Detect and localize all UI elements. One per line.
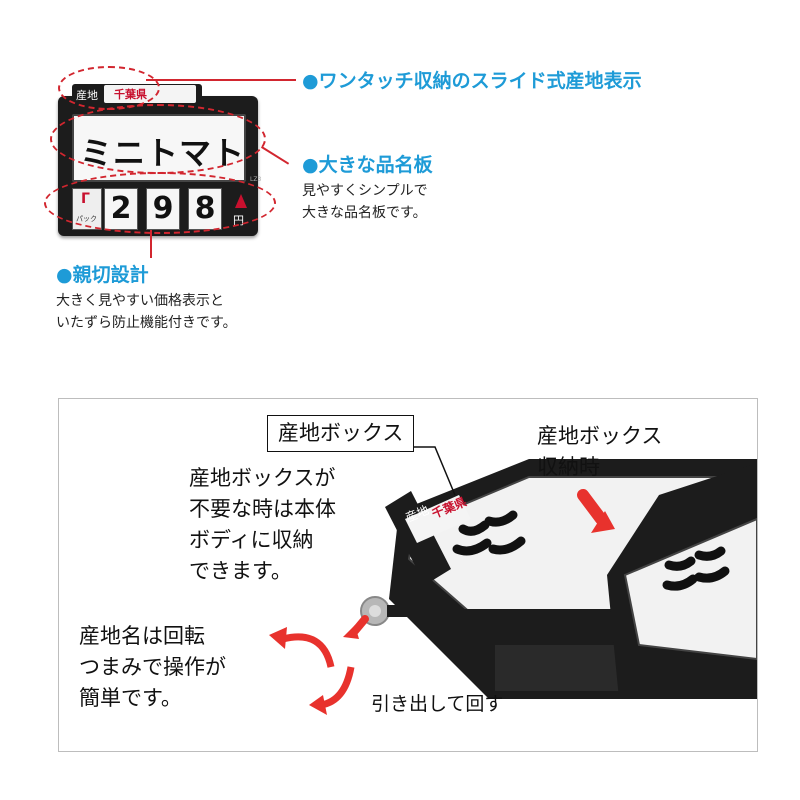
- knob-text: 簡単です。: [79, 686, 182, 710]
- stow-text: できます。: [189, 559, 292, 583]
- rotate-arrow-icon: [309, 695, 327, 715]
- origin-box-label: 産地ボックス: [267, 415, 415, 452]
- connector-line: [260, 146, 290, 165]
- knob-text: 産地名は回転: [79, 624, 205, 648]
- rotate-arrow-icon: [269, 627, 287, 649]
- device-closeup: [269, 446, 757, 715]
- pull-rotate-text: 引き出して回す: [371, 693, 504, 715]
- feature-title: ●ワンタッチ収納のスライド式産地表示: [302, 70, 642, 92]
- rotate-arrow-icon: [282, 633, 335, 668]
- price-highlight: [44, 172, 276, 234]
- feature-title: ●親切設計: [56, 264, 149, 286]
- feature-desc: 大きな品名板です。: [302, 205, 427, 221]
- connector-line: [146, 79, 296, 81]
- leader-line: [407, 446, 456, 496]
- feature-desc: 見やすくシンプルで: [302, 183, 428, 199]
- detail-panel: 産地 千葉県 産地ボックス 産地ボックスが 不要な時は本体 ボディに収納 できま…: [58, 398, 758, 752]
- stow-text: ボディに収納: [189, 528, 314, 552]
- connector-line: [150, 230, 152, 258]
- feature-desc: いたずら防止機能付きです。: [56, 315, 237, 331]
- arrow-icon: [577, 489, 607, 525]
- model-code: LZ3: [250, 176, 262, 183]
- device-closeup-right: [607, 463, 757, 699]
- knob-text: つまみで操作が: [79, 655, 226, 679]
- stow-text: 産地ボックスが: [189, 466, 336, 490]
- feature-desc: 大きく見やすい価格表示と: [56, 293, 224, 309]
- name-plate-highlight: [50, 104, 266, 174]
- stowed-label: 収納時: [537, 455, 600, 479]
- feature-title: ●大きな品名板: [302, 154, 433, 176]
- stowed-label: 産地ボックス: [537, 424, 663, 448]
- stow-text: 不要な時は本体: [189, 497, 336, 521]
- rotate-arrow-icon: [320, 666, 355, 709]
- arrow-icon: [351, 615, 369, 635]
